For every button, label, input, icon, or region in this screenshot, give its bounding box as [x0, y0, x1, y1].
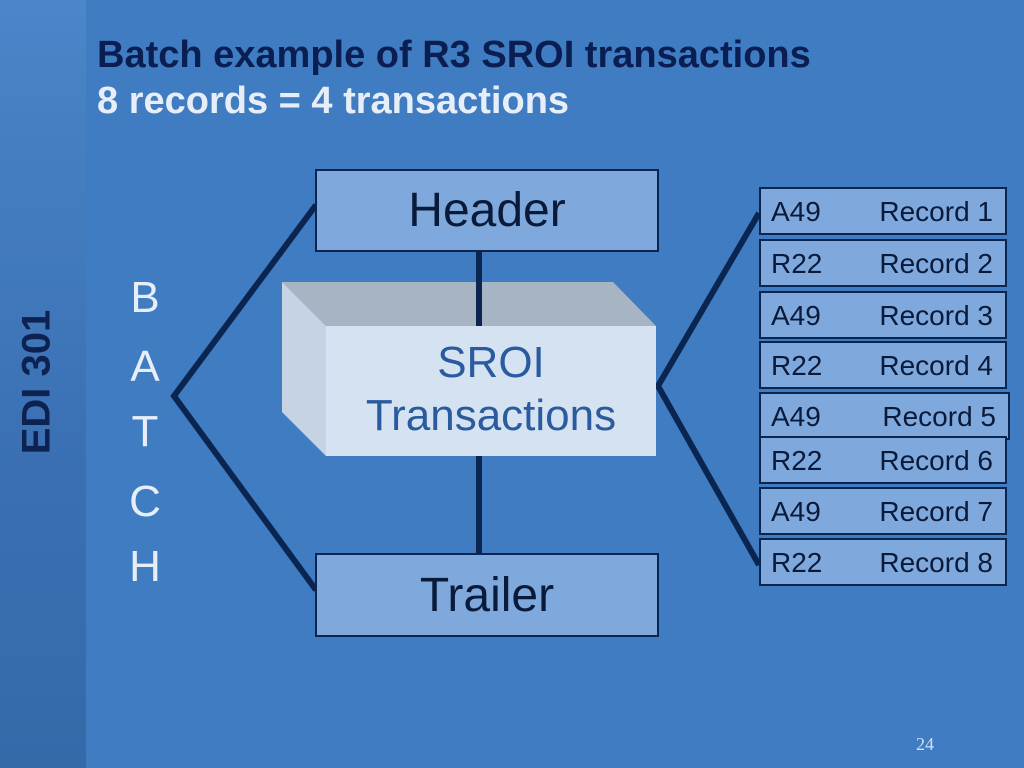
slide-title: Batch example of R3 SROI transactions [97, 34, 811, 76]
left-bracket-line [170, 203, 319, 592]
record-label: Record 8 [879, 547, 993, 578]
record-label: Record 2 [879, 248, 993, 279]
sroi-transactions-box: SROI Transactions [326, 326, 656, 454]
batch-letter: B [130, 273, 160, 322]
sroi-label: SROI [437, 338, 545, 388]
record-row: R22 Record 4 [759, 341, 1007, 389]
cube-front-face [326, 326, 656, 456]
batch-letter: H [129, 542, 161, 591]
record-code: A49 [771, 196, 821, 227]
record-label: Record 3 [879, 300, 993, 331]
record-row: A49 Record 5 [759, 392, 1010, 440]
record-code: A49 [771, 401, 821, 432]
record-row: A49 Record 1 [759, 187, 1007, 235]
record-label: Record 4 [879, 350, 993, 381]
record-row: R22 Record 8 [759, 538, 1007, 586]
record-code: R22 [771, 445, 823, 476]
record-code: A49 [771, 496, 821, 527]
slide-subtitle: 8 records = 4 transactions [97, 80, 570, 122]
cube-side-face [282, 282, 326, 456]
record-label: Record 1 [879, 196, 993, 227]
record-label: Record 6 [879, 445, 993, 476]
record-code: A49 [771, 300, 821, 331]
batch-letter: T [131, 407, 159, 456]
record-label: Record 7 [879, 496, 993, 527]
record-row: A49 Record 3 [759, 291, 1007, 339]
record-code: R22 [771, 248, 823, 279]
record-code: R22 [771, 547, 823, 578]
cube-top-face [282, 282, 656, 326]
header-box: Header [315, 169, 659, 252]
page-number: 24 [916, 734, 934, 754]
record-row: A49 Record 7 [759, 487, 1007, 535]
record-row: R22 Record 6 [759, 436, 1007, 484]
record-code: R22 [771, 350, 823, 381]
right-bracket-line [654, 211, 762, 567]
transactions-label: Transactions [365, 391, 617, 440]
record-label: Record 5 [882, 401, 996, 432]
batch-letter: A [130, 342, 160, 391]
trailer-box: Trailer [315, 553, 659, 637]
batch-letter: C [129, 477, 161, 526]
sidebar: EDI 301 [0, 0, 86, 768]
record-row: R22 Record 2 [759, 239, 1007, 287]
